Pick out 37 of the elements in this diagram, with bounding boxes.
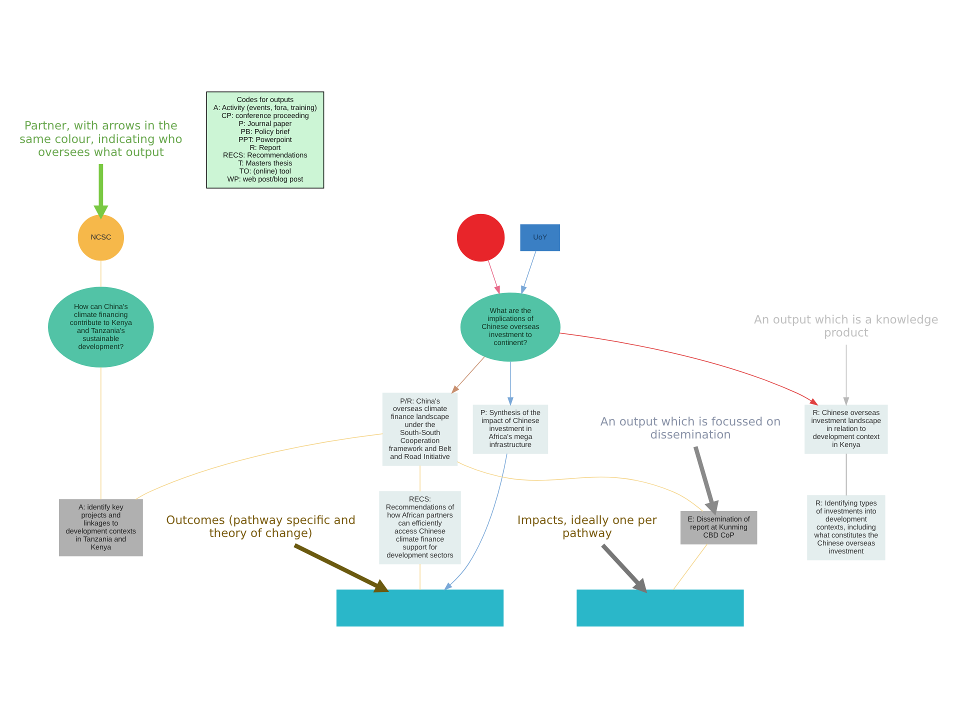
connector	[100, 366, 102, 500]
connector	[135, 433, 384, 500]
node-box: R: Identifying types of investments into development contexts, including what constitutes the Chinese overseas investment	[807, 495, 886, 560]
arrow	[559, 332, 818, 406]
arrow	[693, 446, 719, 516]
arrow	[451, 356, 485, 394]
node-box: E: Dissemination of report at Kunming CBD CoP	[680, 511, 758, 544]
node-box: UoY	[520, 224, 560, 252]
arrow	[294, 543, 390, 592]
node-circle	[456, 214, 505, 262]
connector	[456, 461, 704, 512]
node-ellipse: How can China's climate financing contribute to Kenya and Tanzania's sustainable development?	[48, 286, 154, 368]
arrow	[601, 544, 648, 594]
connector	[100, 260, 102, 288]
node-box: P/R: China's overseas climate finance landscape under the South-South Cooperation framework and Belt and Road Initiative	[382, 392, 458, 466]
node-circle: NCSC	[78, 214, 124, 261]
arrow	[94, 164, 108, 220]
node-box: Codes for outputs A: Activity (events, fora, training) CP: conference proceeding P: Journal paper PB: Policy brief PPT: Powerpoint R: Report RECS: Recommendations T: Masters thesis TO: (online) tool WP: web post/blog post	[206, 92, 324, 188]
connector	[846, 453, 847, 496]
node-text: An output which is a knowledge product	[754, 312, 938, 340]
node-box	[576, 590, 744, 626]
node-text: Outcomes (pathway specific and theory of change)	[166, 512, 356, 540]
arrow	[507, 361, 514, 406]
node-box	[336, 590, 504, 626]
node-text: Partner, with arrows in the same colour, indicating who oversees what output	[20, 118, 182, 159]
node-box: RECS: Recommendations of how African partners can efficiently access Chinese climate finance support for development sectors	[379, 491, 461, 564]
node-box: P: Synthesis of the impact of Chinese investment in Africa's mega infrastructure	[472, 404, 548, 454]
node-box: R: Chinese overseas investment landscape in relation to development context in Kenya	[804, 404, 888, 454]
arrow	[488, 260, 500, 295]
arrow	[843, 344, 850, 406]
node-box: A: identify key projects and linkages to development contexts in Tanzania and Kenya	[58, 499, 143, 556]
node-ellipse: What are the implications of Chinese overseas investment to continent?	[460, 292, 561, 362]
node-text: An output which is focussed on dissemination	[600, 414, 781, 442]
connector	[672, 544, 708, 590]
arrow	[444, 453, 508, 591]
arrow	[521, 250, 536, 295]
node-text: Impacts, ideally one per pathway	[517, 512, 657, 540]
